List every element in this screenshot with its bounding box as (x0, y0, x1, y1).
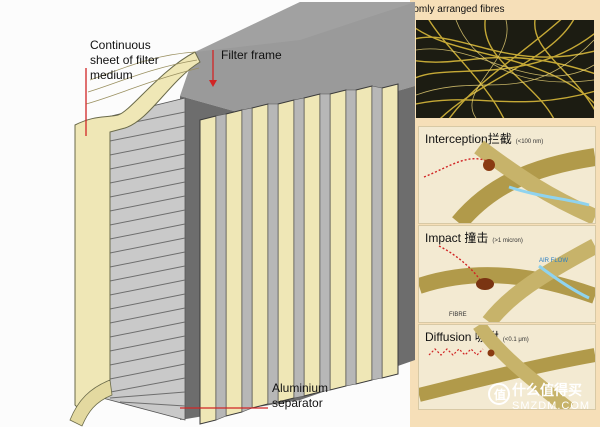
mechanism-impact: Impact 撞击(>1 micron) AIR FLOW FIBRE (418, 225, 596, 323)
separator-columns (199, 83, 399, 425)
filter-frame-label: Filter frame (221, 48, 282, 62)
hepa-filter-illustration (69, 2, 415, 427)
svg-text:值: 值 (494, 387, 506, 402)
separator-label: Aluminium separator (272, 381, 329, 410)
mechanism-range: (<0.1 μm) (502, 337, 529, 343)
watermark-line2: SMZDM.COM (512, 400, 591, 412)
interception-diagram (423, 140, 595, 223)
mechanism-name: Impact 撞击 (425, 231, 489, 245)
filter-medium-label: Continuous sheet of filter medium (90, 38, 159, 82)
impact-diagram: AIR FLOW FIBRE (419, 238, 595, 322)
mechanism-range: (<100 nm) (515, 139, 544, 145)
fibre-label: FIBRE (449, 312, 467, 318)
mechanism-range: (>1 micron) (492, 238, 523, 244)
fibres-drawing (416, 20, 594, 118)
diffusion-diagram (419, 325, 595, 409)
mechanism-diffusion: Diffusion 吸附(<0.1 μm) (418, 324, 596, 410)
panel-title: Filter sheet of randomly arranged fibres (330, 4, 505, 15)
filter-medium-curl (69, 379, 113, 427)
watermark: 值 什么值得买 SMZDM.COM (488, 376, 600, 427)
mechanism-name: Interception拦截 (425, 132, 512, 146)
smzdm-logo: 值 (488, 383, 510, 405)
fibres-image (416, 20, 594, 118)
watermark-line1: 什么值得买 (512, 382, 582, 398)
mechanism-interception: Interception拦截(<100 nm) (418, 126, 596, 224)
airflow-label: AIR FLOW (539, 258, 568, 264)
